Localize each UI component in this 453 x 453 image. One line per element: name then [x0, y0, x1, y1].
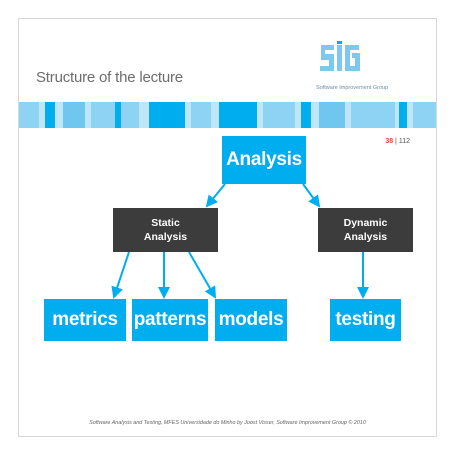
page-separator: |	[393, 138, 399, 145]
header-band	[19, 102, 436, 128]
node-patterns: patterns	[132, 299, 208, 341]
edge-static-models	[188, 251, 217, 299]
edge-static-metrics	[111, 251, 130, 299]
diagram-connectors	[111, 183, 369, 299]
slide: Structure of the lecture Software Improv…	[18, 18, 437, 437]
sig-logo-icon	[320, 41, 360, 71]
edge-root-static	[205, 183, 226, 208]
node-analysis: Analysis	[222, 136, 306, 184]
slide-title: Structure of the lecture	[36, 69, 183, 86]
page-number: 38 | 112	[385, 138, 410, 145]
node-testing: testing	[330, 299, 401, 341]
page-current: 38	[385, 138, 394, 145]
logo-subtitle: Software Improvement Group	[316, 85, 389, 91]
node-metrics: metrics	[44, 299, 126, 341]
node-models: models	[215, 299, 287, 341]
node-static-analysis: Static Analysis	[113, 208, 218, 252]
page-total: 112	[398, 138, 410, 145]
edge-root-dynamic	[302, 183, 321, 208]
slide-footer: Software Analysis and Testing, MFES Univ…	[89, 420, 366, 426]
node-dynamic-analysis: Dynamic Analysis	[318, 208, 413, 252]
